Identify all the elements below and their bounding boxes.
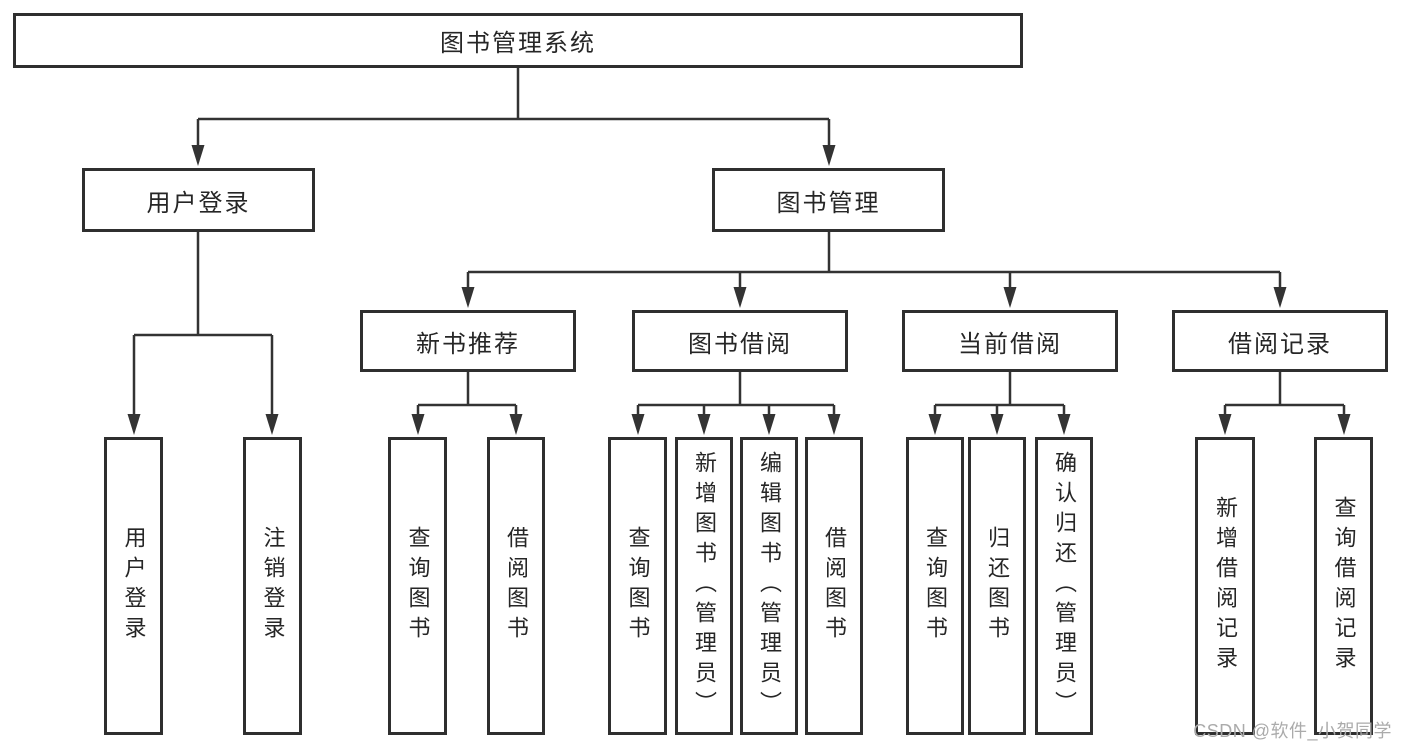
arrowhead: [127, 414, 141, 435]
leaf-label: 归还图书: [985, 526, 1010, 646]
node-current-borrowing: 当前借阅: [902, 310, 1118, 372]
leaf-label: 注销登录: [260, 526, 286, 646]
arrowhead: [733, 287, 747, 308]
node-book-management: 图书管理: [712, 168, 945, 232]
connector-borrow-records-children: [1218, 372, 1351, 435]
connector-book-management-children: [461, 232, 1287, 308]
leaf-return-books: 归还图书: [968, 437, 1026, 735]
leaf-borrow-books-recommend: 借阅图书: [487, 437, 545, 735]
arrowhead: [1337, 414, 1351, 435]
node-library-system: 图书管理系统: [13, 13, 1023, 68]
leaf-label: 查询借阅记录: [1331, 496, 1357, 676]
leaf-label: 查询图书: [625, 526, 651, 646]
arrowhead: [697, 414, 711, 435]
leaf-confirm-return-admin: 确认归还（管理员）: [1035, 437, 1093, 735]
arrowhead: [265, 414, 279, 435]
connector-book-borrowing-children: [631, 372, 841, 435]
leaf-user-login: 用户登录: [104, 437, 163, 735]
arrowhead: [1057, 414, 1071, 435]
leaf-edit-books-admin: 编辑图书（管理员）: [740, 437, 798, 735]
arrowhead: [1218, 414, 1232, 435]
arrowhead: [411, 414, 425, 435]
leaf-label: 新增图书（管理员）: [692, 451, 717, 721]
arrowhead: [827, 414, 841, 435]
leaf-label: 编辑图书（管理员）: [757, 451, 782, 721]
node-book-borrowing: 图书借阅: [632, 310, 848, 372]
node-user-login: 用户登录: [82, 168, 315, 232]
arrowhead: [990, 414, 1004, 435]
leaf-label: 新增借阅记录: [1213, 496, 1238, 676]
connector-new-book-children: [411, 372, 523, 435]
leaf-label: 借阅图书: [822, 526, 847, 646]
arrowhead: [1273, 287, 1287, 308]
connector-user-login-children: [127, 232, 279, 435]
leaf-query-books-recommend: 查询图书: [388, 437, 447, 735]
leaf-add-borrow-record: 新增借阅记录: [1195, 437, 1255, 735]
leaf-label: 用户登录: [121, 526, 147, 646]
csdn-watermark: CSDN @软件_小贺同学: [1193, 721, 1392, 741]
leaf-borrow-books-borrowing: 借阅图书: [805, 437, 863, 735]
arrowhead: [928, 414, 942, 435]
arrowhead: [822, 145, 836, 166]
arrowhead: [1003, 287, 1017, 308]
leaf-label: 查询图书: [405, 526, 431, 646]
node-new-book-recommendation: 新书推荐: [360, 310, 576, 372]
arrowhead: [509, 414, 523, 435]
leaf-query-books-borrowing: 查询图书: [608, 437, 667, 735]
leaf-query-borrow-record: 查询借阅记录: [1314, 437, 1373, 735]
leaf-logout-login: 注销登录: [243, 437, 302, 735]
arrowhead: [631, 414, 645, 435]
leaf-label: 查询图书: [923, 526, 948, 646]
arrowhead: [191, 145, 205, 166]
connector-root-to-level2: [191, 68, 836, 166]
leaf-add-books-admin: 新增图书（管理员）: [675, 437, 733, 735]
arrowhead: [762, 414, 776, 435]
arrowhead: [461, 287, 475, 308]
connector-current-borrowing-children: [928, 372, 1071, 435]
leaf-label: 确认归还（管理员）: [1052, 451, 1077, 721]
node-borrowing-records: 借阅记录: [1172, 310, 1388, 372]
leaf-query-books-current: 查询图书: [906, 437, 964, 735]
leaf-label: 借阅图书: [504, 526, 529, 646]
